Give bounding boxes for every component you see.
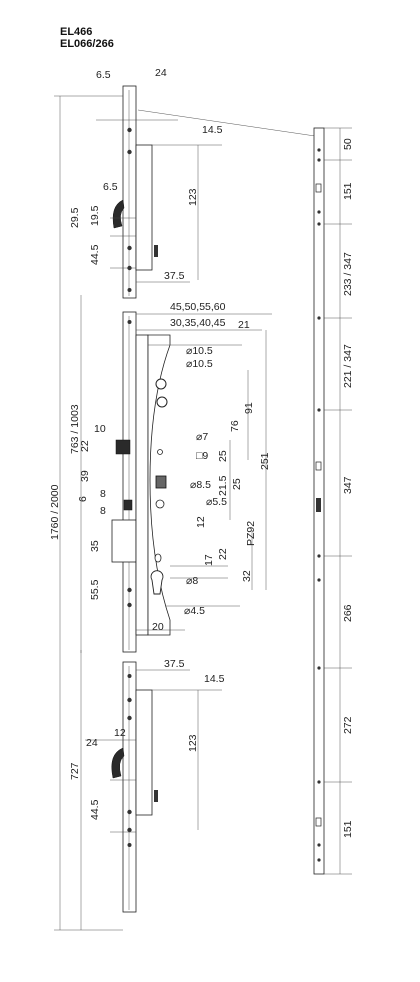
right-strip <box>313 127 352 875</box>
rdim-50: 50 <box>342 138 354 150</box>
dim-sq-9: □9 <box>196 450 208 462</box>
rdim-272: 272 <box>342 716 354 734</box>
dim-6-5-hook: 6.5 <box>103 181 118 193</box>
rdim-221: 221 / 347 <box>342 344 354 388</box>
dim-10: 10 <box>94 423 106 435</box>
dim-21: 21 <box>238 319 250 331</box>
dim-727: 727 <box>69 762 81 780</box>
dim-123-bot: 123 <box>187 734 199 752</box>
dim-phi-8: ⌀8 <box>186 575 198 587</box>
dim-6: 6 <box>77 496 89 502</box>
model-title-1: EL466 <box>60 26 93 38</box>
dim-6-5-top: 6.5 <box>96 69 111 81</box>
dim-12-mid: 12 <box>195 516 207 528</box>
dim-25-a: 25 <box>217 450 229 462</box>
dim-1760: 1760 / 2000 <box>49 484 61 540</box>
dim-14-5-top: 14.5 <box>202 124 223 136</box>
dim-24-bot: 24 <box>86 737 98 749</box>
faceplate-strip <box>111 85 137 913</box>
dim-29-5: 29.5 <box>69 207 81 228</box>
dim-8-a: 8 <box>100 488 106 500</box>
rdim-266: 266 <box>342 604 354 622</box>
dimension-lines <box>54 95 316 931</box>
dim-35: 35 <box>89 540 101 552</box>
dim-19-5: 19.5 <box>89 205 101 226</box>
rdim-151-bot: 151 <box>342 820 354 838</box>
dimension-labels: 6.5 24 14.5 6.5 29.5 19.5 123 44.5 37.5 … <box>49 67 354 838</box>
dim-8-b: 8 <box>100 505 106 517</box>
dim-763: 763 / 1003 <box>69 404 81 454</box>
dim-phi-5-5: ⌀5.5 <box>206 496 227 508</box>
dim-251: 251 <box>259 452 271 470</box>
rdim-233: 233 / 347 <box>342 252 354 296</box>
dim-32: 32 <box>241 570 253 582</box>
dim-pz92: PZ92 <box>245 521 257 546</box>
dim-24-top: 24 <box>155 67 167 79</box>
dim-76: 76 <box>229 420 241 432</box>
dim-44-5-top: 44.5 <box>89 244 101 265</box>
dim-phi-10-5-b: ⌀10.5 <box>186 358 213 370</box>
dim-backsets-a: 45,50,55,60 <box>170 301 226 313</box>
dim-55-5: 55.5 <box>89 579 101 600</box>
dim-123-top: 123 <box>187 188 199 206</box>
dim-phi-7: ⌀7 <box>196 431 208 443</box>
dim-44-5-bot: 44.5 <box>89 799 101 820</box>
dim-17: 17 <box>203 554 215 566</box>
dim-22: 22 <box>217 548 229 560</box>
dim-37-5-top: 37.5 <box>164 270 185 282</box>
dim-25-b: 25 <box>231 478 243 490</box>
dim-91: 91 <box>243 402 255 414</box>
lock-housings <box>135 144 171 816</box>
dim-12-bot: 12 <box>114 727 126 739</box>
dim-phi-4-5: ⌀4.5 <box>184 605 205 617</box>
dim-22-left: 22 <box>79 440 91 452</box>
rdim-151-top: 151 <box>342 182 354 200</box>
rdim-347: 347 <box>342 476 354 494</box>
dim-phi-8-5: ⌀8.5 <box>190 479 211 491</box>
dim-20: 20 <box>152 621 164 633</box>
dim-backsets-b: 30,35,40,45 <box>170 317 226 329</box>
dim-39: 39 <box>79 470 91 482</box>
dim-14-5-bot: 14.5 <box>204 673 225 685</box>
dim-37-5-bot: 37.5 <box>164 658 185 670</box>
dim-21-5: 21.5 <box>217 475 229 496</box>
model-title-2: EL066/266 <box>60 38 114 50</box>
dim-phi-10-5-a: ⌀10.5 <box>186 345 213 357</box>
